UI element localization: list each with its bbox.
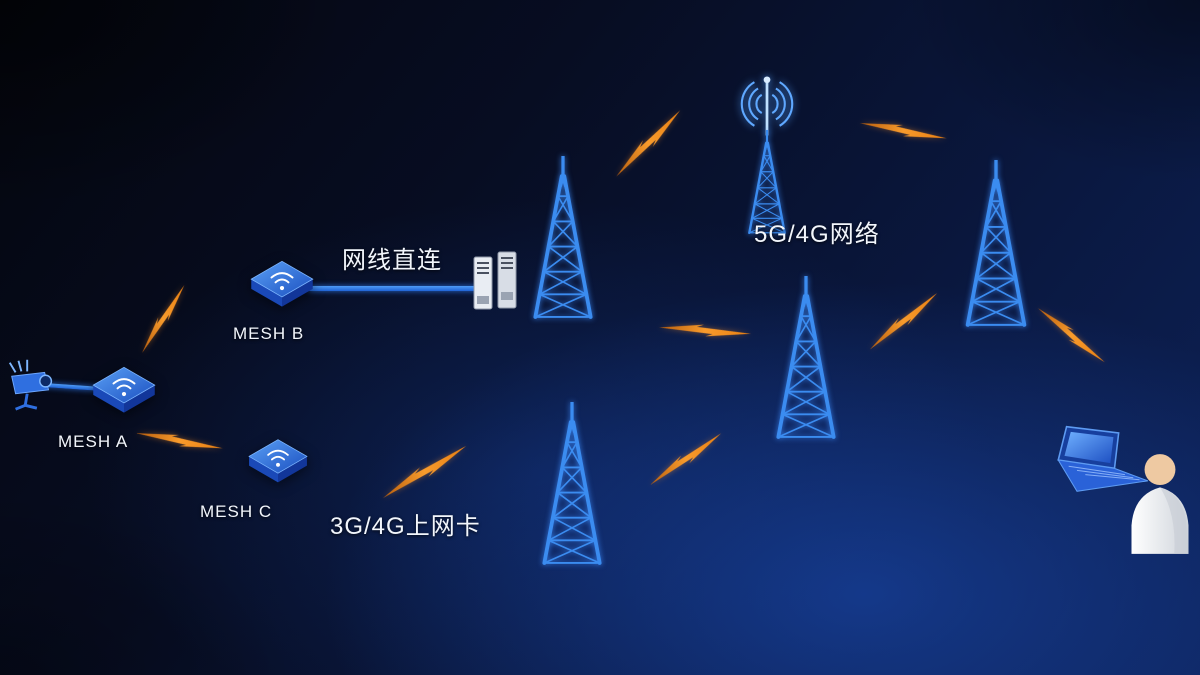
- camera-icon: [2, 356, 64, 412]
- label-cellular-dongle: 3G/4G上网卡: [330, 513, 481, 540]
- bolt-5g-to-right-tower-icon: [858, 101, 948, 166]
- wire-mesh-b-to-server: [308, 286, 482, 291]
- label-mesh-a: MESH A: [58, 432, 129, 451]
- label-mesh-c: MESH C: [200, 502, 273, 521]
- bolt-mesh-a-to-mesh-c-icon: [134, 411, 224, 476]
- bolt-tower-to-middle-tower-icon: [658, 304, 753, 363]
- tower-right-icon: [948, 160, 1044, 330]
- mesh-b-router-icon: [248, 256, 316, 312]
- bolt-right-tower-to-laptop-icon: [1034, 294, 1107, 380]
- bolt-mesh-c-to-tower-icon: [375, 445, 476, 502]
- bolt-mesh-a-to-mesh-b-icon: [127, 283, 204, 356]
- label-cellular-network: 5G/4G网络: [754, 221, 880, 248]
- mesh-a-router-icon: [90, 362, 158, 418]
- tower-lower-left-icon: [524, 402, 620, 568]
- label-mesh-b: MESH B: [233, 324, 305, 343]
- bolt-lower-tower-to-middle-icon: [641, 432, 732, 490]
- bolt-middle-to-right-tower-icon: [860, 292, 951, 354]
- bolt-tower-to-5g-icon: [604, 110, 697, 181]
- mesh-c-router-icon: [246, 434, 310, 488]
- tower-upper-left-icon: [515, 156, 611, 322]
- antenna-waves-icon: [725, 72, 809, 138]
- tower-middle-icon: [757, 276, 855, 442]
- user-person-icon: [1122, 448, 1198, 560]
- label-wired-link: 网线直连: [342, 247, 442, 274]
